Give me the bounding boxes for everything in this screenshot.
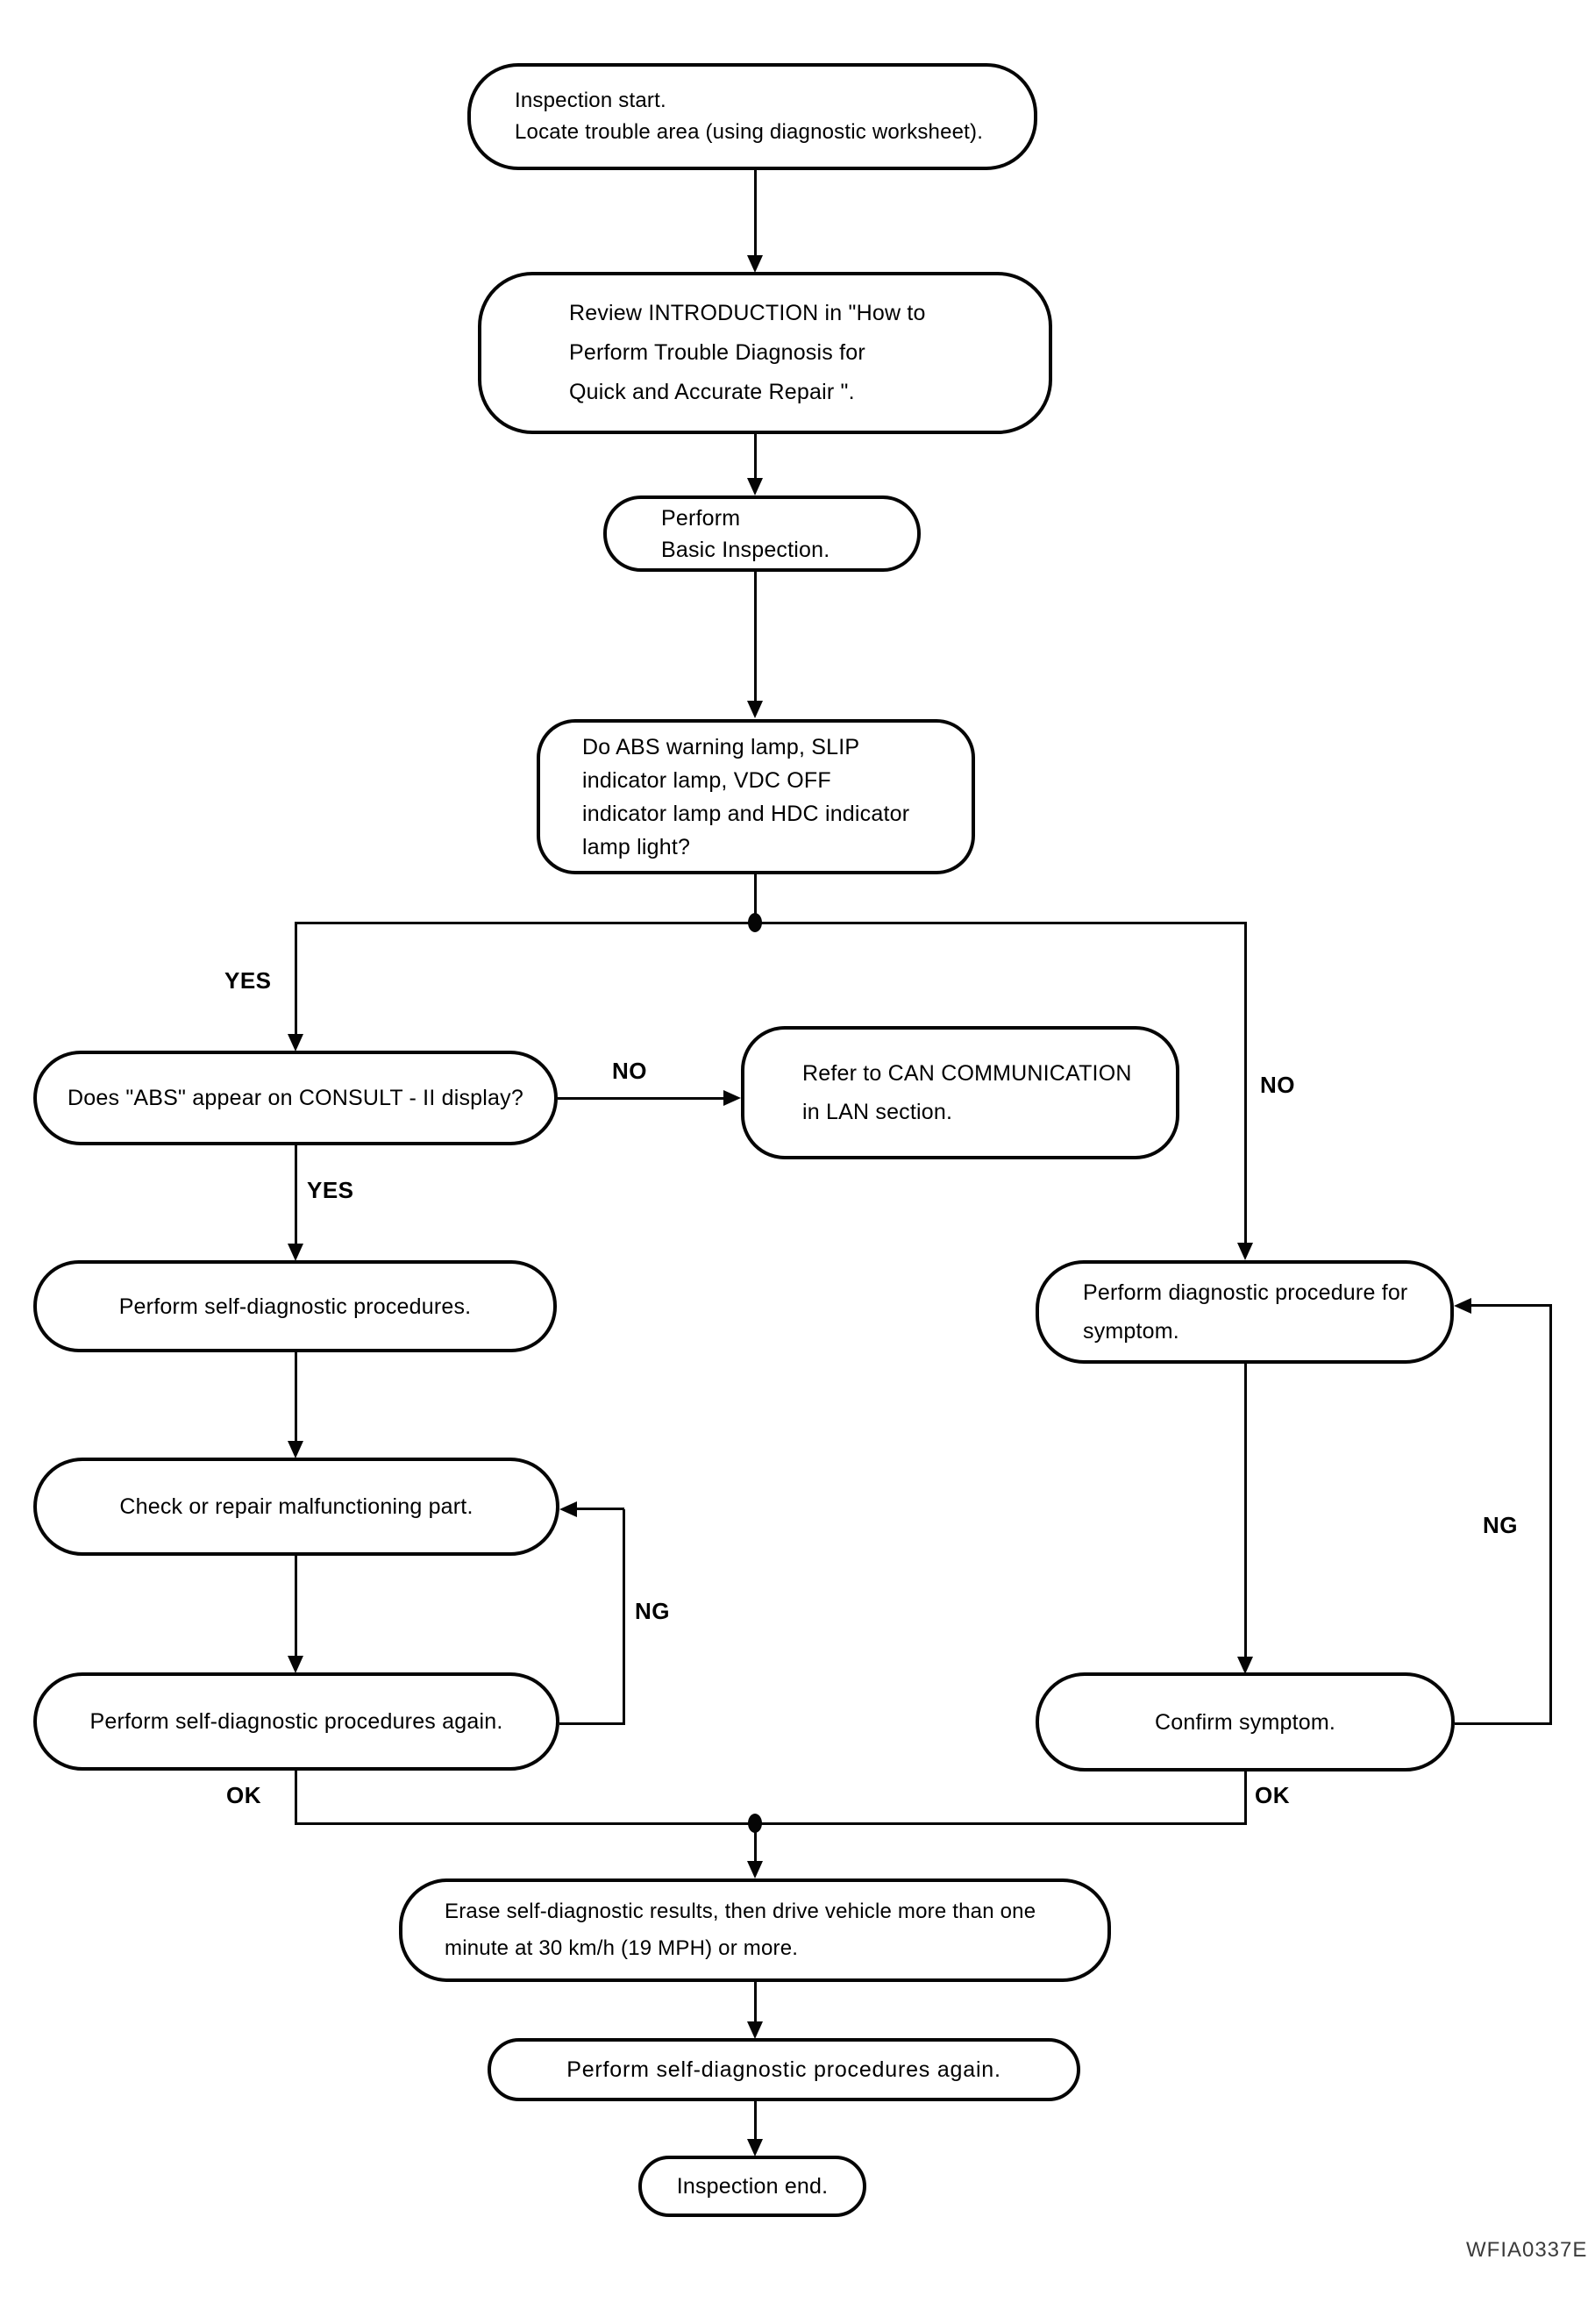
merge-line <box>295 1822 1247 1825</box>
arrowhead-consult-selfdiag <box>288 1244 303 1261</box>
junction-dot-top <box>748 913 762 932</box>
arrowhead-selfdiag3-end <box>747 2139 763 2156</box>
arrowhead-basic-lamps <box>747 701 763 718</box>
edge-label-yes-lamps: YES <box>224 967 272 994</box>
connector-confirm-merge <box>1244 1772 1247 1825</box>
connector-junction-consult <box>295 922 297 1034</box>
arrowhead-junction-consult <box>288 1034 303 1052</box>
node-check-repair-part: Check or repair malfunctioning part. <box>33 1458 559 1556</box>
connector-lamps-junction <box>754 874 757 924</box>
connector-merge-erase <box>754 1825 757 1861</box>
node-consult-display-question: Does "ABS" appear on CONSULT - II displa… <box>33 1051 558 1145</box>
node-diagnostic-procedure-symptom: Perform diagnostic procedure for symptom… <box>1036 1260 1454 1364</box>
node-inspection-end: Inspection end. <box>638 2156 866 2217</box>
connector-selfdiag2-merge <box>295 1771 297 1825</box>
edge-label-ok-right: OK <box>1255 1782 1290 1808</box>
ng-loop-left-bottom <box>559 1722 625 1725</box>
ng-loop-left-top <box>575 1508 624 1510</box>
arrowhead-diagproc-confirm <box>1237 1657 1253 1674</box>
connector-diagproc-confirm <box>1244 1364 1247 1657</box>
junction-dot-merge <box>748 1814 762 1833</box>
arrowhead-ng-loop-right <box>1454 1298 1471 1314</box>
edge-label-yes-consult: YES <box>307 1177 354 1203</box>
node-self-diagnostic-again-bottom: Perform self-diagnostic procedures again… <box>488 2038 1080 2101</box>
connector-consult-can <box>558 1097 724 1100</box>
branch-junction-line <box>295 922 1247 924</box>
edge-label-ng-left: NG <box>635 1598 670 1624</box>
connector-review-basic <box>754 434 757 478</box>
connector-checkrepair-selfdiag2 <box>295 1556 297 1656</box>
connector-basic-lamps <box>754 572 757 701</box>
edge-label-ok-left: OK <box>226 1782 261 1808</box>
arrowhead-ng-loop-left <box>559 1501 577 1517</box>
arrowhead-checkrepair-selfdiag2 <box>288 1656 303 1673</box>
connector-start-review <box>754 170 757 256</box>
connector-selfdiag3-end <box>754 2101 757 2139</box>
arrowhead-erase-selfdiag3 <box>747 2021 763 2039</box>
edge-label-no-lamps: NO <box>1260 1072 1295 1098</box>
arrowhead-consult-can <box>723 1090 741 1106</box>
connector-junction-diagproc <box>1244 922 1247 1243</box>
connector-selfdiag-checkrepair <box>295 1352 297 1441</box>
node-self-diagnostic-procedures: Perform self-diagnostic procedures. <box>33 1260 557 1352</box>
edge-label-ng-right: NG <box>1483 1512 1518 1538</box>
node-self-diagnostic-again-left: Perform self-diagnostic procedures again… <box>33 1672 559 1771</box>
connector-erase-selfdiag3 <box>754 1982 757 2021</box>
node-warning-lamps-question: Do ABS warning lamp, SLIP indicator lamp… <box>537 719 975 874</box>
connector-consult-selfdiag <box>295 1145 297 1244</box>
ng-loop-right-top <box>1471 1304 1551 1307</box>
node-refer-can-communication: Refer to CAN COMMUNICATION in LAN sectio… <box>741 1026 1179 1159</box>
node-inspection-start: Inspection start. Locate trouble area (u… <box>467 63 1037 170</box>
node-basic-inspection: Perform Basic Inspection. <box>603 495 921 572</box>
ng-loop-right-vertical <box>1549 1304 1552 1725</box>
node-erase-results-drive: Erase self-diagnostic results, then driv… <box>399 1878 1111 1982</box>
arrowhead-start-review <box>747 255 763 273</box>
figure-code: WFIA0337E <box>1466 2238 1588 2262</box>
arrowhead-selfdiag-checkrepair <box>288 1441 303 1458</box>
node-review-introduction: Review INTRODUCTION in "How to Perform T… <box>478 272 1052 434</box>
ng-loop-right-bottom <box>1455 1722 1552 1725</box>
edge-label-no-consult: NO <box>612 1058 647 1084</box>
arrowhead-junction-diagproc <box>1237 1243 1253 1260</box>
ng-loop-left-vertical <box>623 1509 625 1725</box>
node-confirm-symptom: Confirm symptom. <box>1036 1672 1455 1772</box>
arrowhead-review-basic <box>747 478 763 495</box>
arrowhead-merge-erase <box>747 1861 763 1878</box>
